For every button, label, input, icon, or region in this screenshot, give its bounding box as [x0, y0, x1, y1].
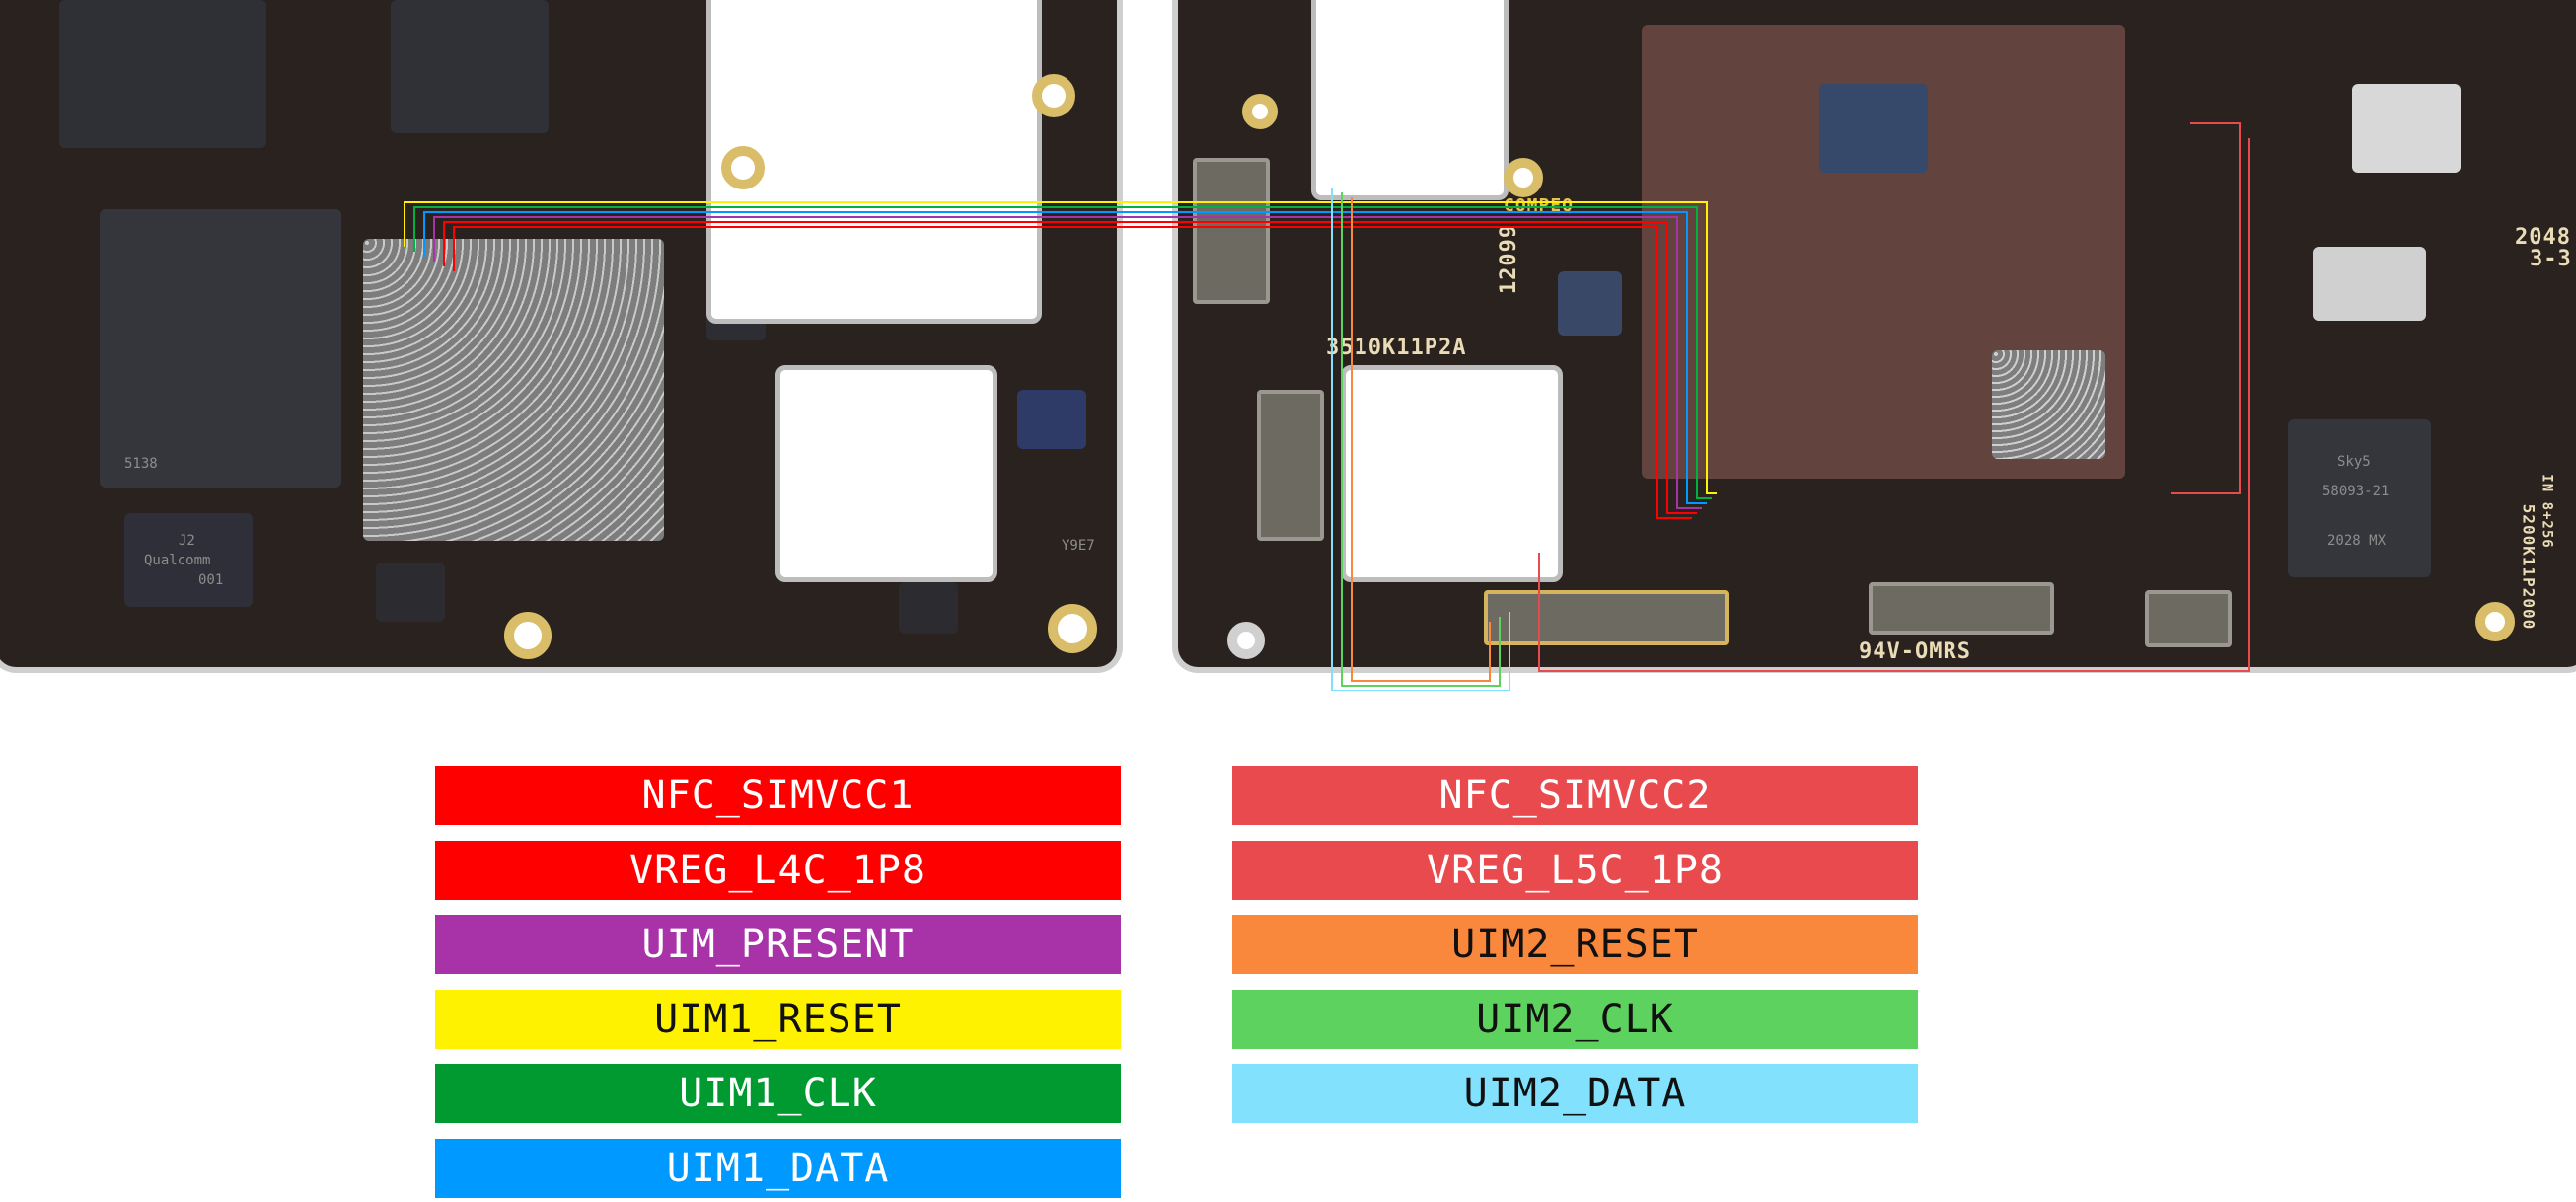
board-marking-3-3: 3-3	[2530, 247, 2572, 271]
connector-right-2	[1257, 390, 1324, 541]
pcb-board-left: Qualcomm 5138 J2 001 Y9E7	[0, 0, 1123, 673]
legend-uim-present: UIM_PRESENT	[435, 915, 1121, 974]
chip-sky5	[2288, 419, 2431, 577]
chip-qualcomm-rf	[1819, 84, 1928, 173]
chip-memory	[100, 209, 341, 488]
mounting-hole-left-1	[721, 146, 765, 189]
mounting-hole-right-3	[2475, 602, 2515, 641]
legend-uim1-reset: UIM1_RESET	[435, 990, 1121, 1049]
board-marking-3510k11p2a: 3510K11P2A	[1326, 336, 1467, 360]
board-marking-5138: 5138	[124, 456, 158, 472]
board-marking-j2: J2	[179, 533, 195, 549]
mounting-hole-left-3	[504, 612, 552, 659]
chip-small-right-3	[2313, 247, 2426, 321]
board-marking-qualcomm: Qualcomm	[144, 553, 211, 568]
board-marking-y9e7: Y9E7	[1062, 538, 1095, 554]
legend-uim2-data: UIM2_DATA	[1232, 1064, 1918, 1123]
board-marking-12099: 12099	[1497, 223, 1522, 295]
connector-right-4	[2145, 590, 2232, 647]
legend-vreg-l5c-1p8: VREG_L5C_1P8	[1232, 841, 1918, 900]
chip-small-1	[376, 563, 445, 622]
board-marking-001: 001	[198, 572, 224, 588]
legend-nfc-simvcc2: NFC_SIMVCC2	[1232, 766, 1918, 825]
board-marking-5200k11p2000: 5200K11P2000	[2519, 503, 2539, 631]
board-marking-compeq: COMPEQ	[1504, 195, 1575, 216]
legend-uim2-reset: UIM2_RESET	[1232, 915, 1918, 974]
legend-uim2-clk: UIM2_CLK	[1232, 990, 1918, 1049]
chip-pmic	[124, 513, 253, 607]
chip-small-3	[1017, 390, 1086, 449]
mounting-hole-right-1	[1504, 158, 1543, 197]
board-cutout-right-middle	[1341, 365, 1563, 582]
board-marking-sky5: Sky5	[2337, 454, 2371, 470]
legend-uim1-data: UIM1_DATA	[435, 1139, 1121, 1198]
chip-small-right-2	[2352, 84, 2461, 173]
board-cutout-middle	[775, 365, 997, 582]
board-marking-94v-omrs: 94V-OMRS	[1859, 639, 1971, 664]
connector-right-1	[1193, 158, 1270, 304]
board-marking-in-8-256: IN 8+256	[2539, 474, 2555, 549]
chip-qualcomm-top-left	[59, 0, 266, 148]
chip-transceiver	[1992, 350, 2105, 459]
board-marking-2028-mx: 2028 MX	[2327, 533, 2387, 549]
connector-right-3	[1869, 582, 2054, 635]
mounting-hole-right-2	[1242, 94, 1278, 129]
legend-uim1-clk: UIM1_CLK	[435, 1064, 1121, 1123]
board-marking-58093-21: 58093-21	[2322, 484, 2390, 499]
pcb-board-right: 3510K11P2A 12099 COMPEQ 94V-OMRS 2048 3-…	[1172, 0, 2576, 673]
legend-nfc-simvcc1: NFC_SIMVCC1	[435, 766, 1121, 825]
connector-main-flex	[1484, 590, 1729, 645]
board-marking-2048: 2048	[2515, 225, 2571, 250]
chip-qualcomm-top	[391, 0, 549, 133]
chip-small-right-1	[1558, 271, 1622, 336]
mounting-hole-left-4	[1048, 604, 1097, 653]
legend-vreg-l4c-1p8: VREG_L4C_1P8	[435, 841, 1121, 900]
mounting-hole-right-4	[1227, 622, 1265, 659]
chip-small-4	[899, 582, 958, 634]
board-cutout-right-top	[1311, 0, 1509, 200]
mounting-hole-left-2	[1032, 74, 1075, 117]
chip-soc-bga	[363, 239, 664, 541]
